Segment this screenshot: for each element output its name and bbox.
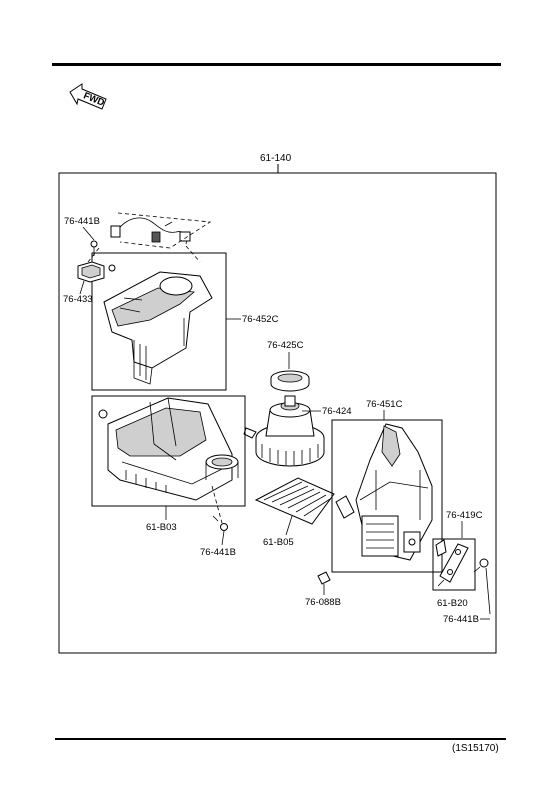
bottom-rule [55, 738, 506, 740]
assembly-frame [58, 172, 497, 654]
wiring-harness [87, 212, 212, 263]
label-76-088b: 76-088B [305, 597, 341, 608]
ring-76-425c [270, 370, 310, 392]
bracket-61-b20 [437, 543, 469, 587]
label-76-425c: 76-425C [267, 340, 304, 351]
subframe-61-b20 [432, 538, 476, 591]
upper-housing-76-452c [103, 271, 213, 385]
screw-icon [90, 240, 98, 256]
screw-icon [473, 558, 489, 573]
filter-61-b05 [254, 477, 335, 525]
resistor-76-433 [77, 261, 116, 283]
blower-case-76-451c [335, 423, 433, 561]
label-61-b05: 61-B05 [263, 537, 294, 548]
label-76-451c: 76-451C [366, 399, 403, 410]
assembly-number: 61-140 [260, 153, 292, 164]
diagram-code: (1S15170) [452, 743, 499, 754]
screw-icon [212, 515, 228, 531]
label-61-b20: 61-B20 [437, 598, 468, 609]
label-76-441b-top: 76-441B [64, 216, 100, 227]
lower-case-61-b03 [98, 397, 239, 501]
subframe-76-451c [331, 419, 443, 573]
subframe-61-b03 [91, 395, 246, 507]
label-76-424: 76-424 [322, 406, 352, 417]
guide-screw-middle [211, 485, 223, 524]
leader-76-433 [79, 280, 85, 295]
leader-61-b05 [285, 515, 293, 536]
subframe-76-452c [91, 252, 227, 391]
clip-76-419c [435, 539, 447, 557]
leader-76-441b-right [485, 567, 491, 615]
clip-76-088b [317, 571, 331, 585]
label-76-419c: 76-419C [446, 510, 483, 521]
fwd-arrow-icon: FWD [69, 83, 107, 110]
label-76-452c: 76-452C [242, 314, 279, 325]
label-61-b03: 61-B03 [146, 522, 177, 533]
label-76-433: 76-433 [63, 294, 93, 305]
label-76-441b-right: 76-441B [443, 614, 479, 625]
top-rule [52, 63, 501, 66]
blower-motor-76-424 [243, 395, 325, 467]
leader-76-441b-middle [221, 530, 225, 546]
leader-76-441b-top [82, 226, 95, 241]
label-76-441b-middle: 76-441B [200, 547, 236, 558]
